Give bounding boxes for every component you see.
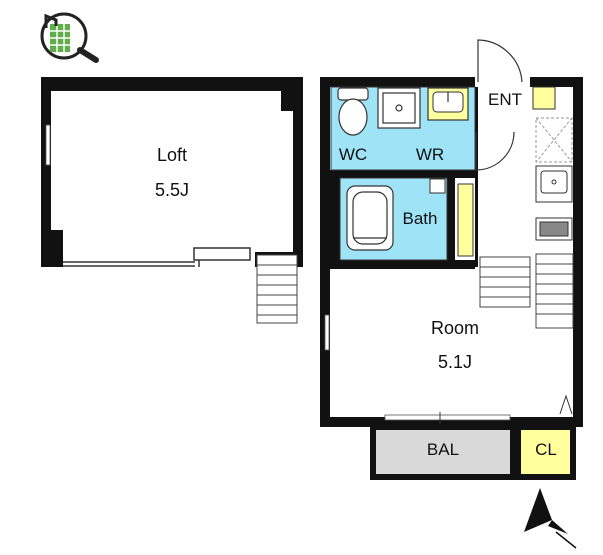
- room-size: 5.1J: [437, 352, 473, 372]
- kitchen-sink-icon: [535, 165, 573, 203]
- room-label: Room: [430, 318, 480, 338]
- cl-label: CL: [535, 440, 557, 459]
- toilet-icon: [337, 87, 369, 136]
- loft-room: [41, 77, 303, 267]
- wr-label: WR: [415, 145, 445, 164]
- wc-label: WC: [338, 145, 368, 164]
- bath-label: Bath: [402, 209, 438, 228]
- fridge-space-icon: [535, 117, 573, 163]
- washing-machine-icon: [377, 87, 421, 129]
- logo-house-search-icon: [40, 12, 99, 63]
- closet: [515, 424, 576, 480]
- balcony: [370, 424, 516, 480]
- ent-label: ENT: [488, 90, 522, 109]
- bathtub-icon: [346, 185, 394, 251]
- room-staircase-icon: [479, 253, 574, 329]
- stove-icon: [535, 217, 573, 241]
- loft-size: 5.5J: [154, 180, 190, 200]
- bath-mirror-icon: [429, 178, 446, 194]
- entrance-door-icon: [477, 39, 556, 110]
- bal-label: BAL: [426, 440, 460, 459]
- sink-icon: [427, 87, 469, 121]
- wr-door-swing: [475, 131, 515, 171]
- loft-staircase-icon: [256, 254, 298, 324]
- hall-storage: [457, 183, 474, 257]
- loft-label: Loft: [156, 145, 188, 165]
- north-arrow-icon: [524, 488, 577, 549]
- closet-door-icon: [559, 394, 573, 415]
